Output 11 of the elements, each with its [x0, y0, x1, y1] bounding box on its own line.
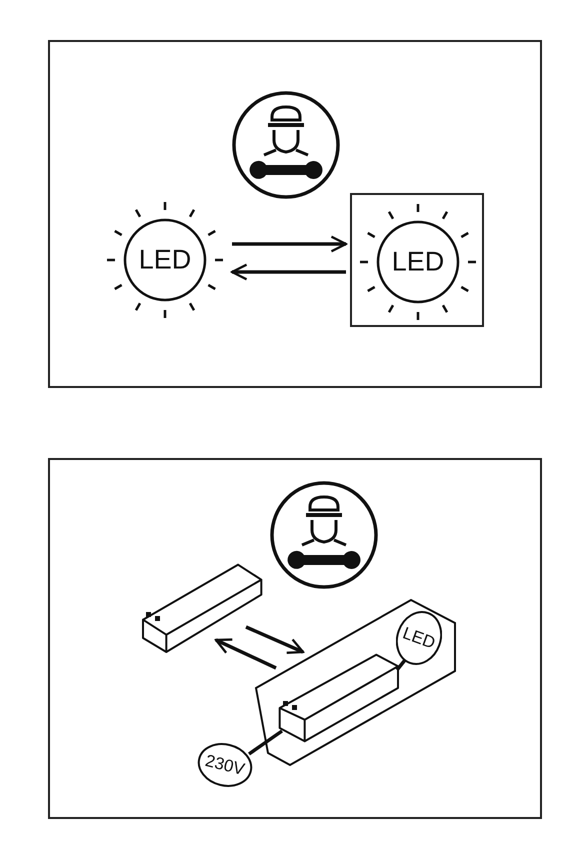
marker-label: 230V: [204, 752, 246, 778]
led-label: LED: [392, 248, 444, 276]
wire: [248, 730, 283, 756]
arrow: [230, 264, 346, 280]
frame-box: [350, 193, 484, 327]
led-label: LED: [138, 246, 192, 274]
marker-label: LED: [400, 624, 438, 652]
arrow: [214, 638, 277, 670]
arrow: [232, 236, 348, 252]
arrow: [245, 625, 304, 654]
wire: [396, 658, 406, 672]
